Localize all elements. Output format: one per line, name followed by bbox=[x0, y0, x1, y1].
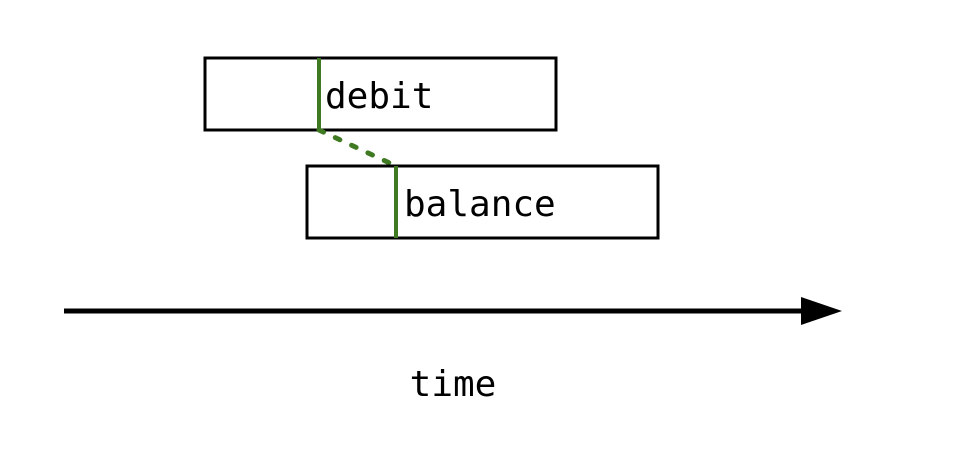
debit-box-frame bbox=[203, 56, 558, 132]
arrowhead-icon bbox=[801, 297, 842, 325]
debit-label: debit bbox=[325, 76, 433, 117]
debit-box: debit bbox=[203, 56, 558, 132]
balance-box-frame bbox=[305, 164, 660, 240]
dependency-link bbox=[316, 127, 399, 169]
balance-label: balance bbox=[404, 184, 556, 225]
time-axis-label: time bbox=[410, 364, 497, 405]
balance-box: balance bbox=[305, 164, 660, 240]
time-axis: time bbox=[64, 297, 842, 405]
